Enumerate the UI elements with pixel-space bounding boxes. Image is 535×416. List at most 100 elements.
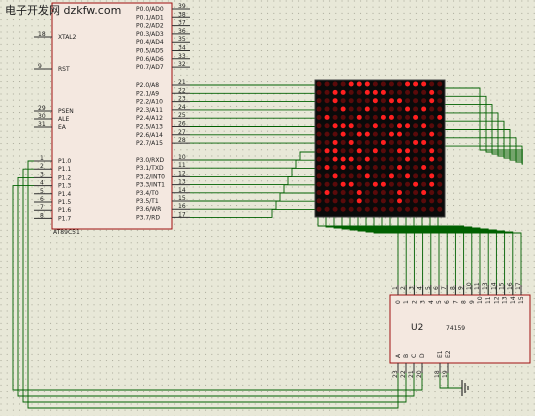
led-dot bbox=[421, 165, 427, 170]
mcu-pin-number: 34 bbox=[178, 45, 186, 52]
led-dot bbox=[388, 98, 394, 104]
led-dot bbox=[316, 190, 322, 196]
led-dot bbox=[372, 173, 378, 179]
led-dot bbox=[388, 206, 394, 212]
led-dot bbox=[380, 190, 386, 196]
mcu-pin-number: 24 bbox=[178, 104, 186, 111]
led-dot bbox=[356, 123, 362, 129]
led-dot bbox=[364, 206, 370, 212]
led-dot bbox=[380, 148, 386, 154]
decoder-output-number: 10 bbox=[466, 282, 473, 290]
wire bbox=[445, 95, 523, 153]
led-dot bbox=[332, 131, 338, 137]
led-dot bbox=[421, 173, 427, 179]
led-dot bbox=[332, 139, 338, 145]
mcu-pin-name: P0.1/AD1 bbox=[136, 14, 164, 21]
led-dot bbox=[380, 206, 386, 212]
led-dot bbox=[388, 173, 394, 179]
mcu-pin-number: 35 bbox=[178, 36, 186, 43]
led-dot bbox=[413, 165, 419, 170]
led-dot bbox=[324, 81, 330, 87]
led-dot bbox=[421, 89, 427, 95]
led-dot bbox=[340, 173, 346, 179]
led-dot bbox=[437, 114, 443, 120]
led-dot bbox=[372, 98, 378, 104]
mcu-pin-number: 12 bbox=[178, 170, 186, 177]
mcu-pin-name: P1.6 bbox=[58, 207, 71, 214]
led-dot bbox=[356, 148, 362, 154]
mcu-pin-name: P3.2/INT0 bbox=[136, 173, 165, 180]
led-dot bbox=[356, 106, 362, 112]
mcu-pin-number: 25 bbox=[178, 112, 186, 119]
led-dot bbox=[397, 156, 402, 162]
led-dot bbox=[429, 206, 435, 212]
mcu-pin-name: P2.3/A11 bbox=[136, 107, 163, 114]
led-dot bbox=[413, 198, 419, 204]
led-dot bbox=[324, 98, 330, 104]
led-dot bbox=[364, 131, 370, 137]
led-dot bbox=[421, 139, 427, 145]
led-dot bbox=[421, 181, 427, 187]
led-dot bbox=[340, 190, 346, 196]
decoder-input-number: 18 bbox=[434, 370, 441, 378]
led-dot bbox=[364, 181, 370, 187]
led-dot bbox=[388, 156, 394, 162]
led-dot bbox=[397, 123, 402, 129]
mcu-pin-name: ALE bbox=[58, 116, 69, 123]
led-dot bbox=[340, 131, 346, 137]
mcu-pin-number: 1 bbox=[40, 155, 44, 162]
mcu-pin-name: P2.4/A12 bbox=[136, 115, 163, 122]
led-dot bbox=[388, 165, 394, 170]
led-dot bbox=[324, 173, 330, 179]
led-dot bbox=[397, 165, 402, 170]
mcu-pin-number: 28 bbox=[178, 137, 186, 144]
led-dot bbox=[405, 123, 411, 129]
mcu-pin-name: PSEN bbox=[58, 108, 74, 115]
watermark-text: 电子开发网 dzkfw.com bbox=[5, 3, 121, 17]
led-dot bbox=[397, 206, 402, 212]
led-dot bbox=[332, 106, 338, 112]
mcu-pin-number: 18 bbox=[38, 31, 46, 38]
led-dot bbox=[316, 98, 322, 104]
decoder-output-number: 7 bbox=[441, 286, 448, 290]
led-dot bbox=[421, 148, 427, 154]
mcu-pin-number: 13 bbox=[178, 179, 186, 186]
led-dot bbox=[437, 190, 443, 196]
led-dot bbox=[388, 106, 394, 112]
mcu-pin-name: EA bbox=[58, 124, 67, 131]
led-dot bbox=[356, 114, 362, 120]
decoder-pins: 0112233445566778899101011111312141315141… bbox=[392, 282, 525, 378]
led-dot bbox=[356, 131, 362, 137]
wire bbox=[429, 217, 514, 295]
mcu-pin-name: P0.3/AD3 bbox=[136, 31, 164, 38]
led-dot bbox=[324, 106, 330, 112]
decoder-output-label: 11 bbox=[485, 296, 492, 304]
led-dot bbox=[348, 98, 354, 104]
led-dot bbox=[397, 181, 402, 187]
led-dot bbox=[437, 81, 443, 87]
led-dot bbox=[340, 181, 346, 187]
led-dot bbox=[316, 156, 322, 162]
led-dot bbox=[316, 139, 322, 145]
led-dot bbox=[340, 156, 346, 162]
led-dot bbox=[340, 148, 346, 154]
led-dot bbox=[324, 165, 330, 170]
wire bbox=[190, 200, 315, 210]
led-dot bbox=[348, 156, 354, 162]
led-dot bbox=[364, 81, 370, 87]
decoder-chip[interactable]: 0112233445566778899101011111312141315141… bbox=[389, 282, 531, 378]
wire bbox=[445, 87, 523, 151]
mcu-pin-number: 10 bbox=[178, 154, 186, 161]
led-dot bbox=[421, 123, 427, 129]
decoder-output-label: 5 bbox=[436, 300, 443, 304]
led-dot bbox=[437, 89, 443, 95]
led-dot bbox=[429, 156, 435, 162]
led-dot bbox=[372, 81, 378, 87]
led-dot bbox=[380, 131, 386, 137]
decoder-output-number: 8 bbox=[449, 286, 456, 290]
led-dot bbox=[388, 181, 394, 187]
led-dot bbox=[364, 148, 370, 154]
led-matrix[interactable] bbox=[314, 79, 446, 218]
decoder-input-number: 21 bbox=[408, 370, 415, 378]
